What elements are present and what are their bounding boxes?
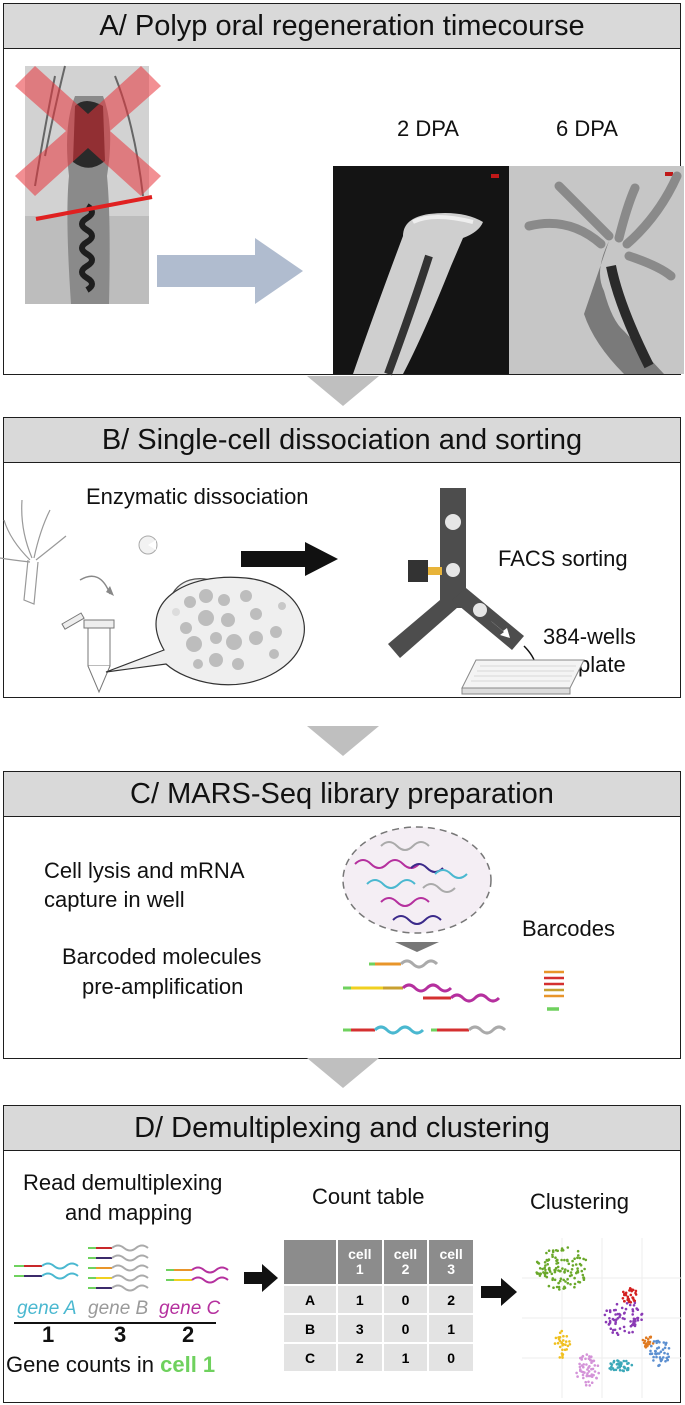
table-cell: 1 xyxy=(381,1342,430,1373)
table-row: B 3 0 1 xyxy=(282,1313,475,1344)
connector-arrow-ab xyxy=(307,376,379,406)
dpa2-image xyxy=(333,166,509,376)
table-row: C 2 1 0 xyxy=(282,1342,475,1373)
panel-d-title: D/ Demultiplexing and clustering xyxy=(4,1106,680,1151)
facs-sorter-drawing xyxy=(388,488,540,670)
gene-b-count: 3 xyxy=(114,1322,127,1347)
table-cell: 3 xyxy=(336,1313,384,1344)
gene-c-count: 2 xyxy=(182,1322,195,1347)
lysis-label-line2: capture in well xyxy=(44,887,185,912)
gene-a-label: gene A xyxy=(17,1298,77,1319)
gene-axis-line xyxy=(14,1322,216,1324)
lysis-label-line1: Cell lysis and mRNA xyxy=(44,858,245,883)
read-label-line2: and mapping xyxy=(65,1200,193,1225)
clustering-scatter xyxy=(522,1238,682,1398)
clustering-label: Clustering xyxy=(530,1189,630,1214)
cell-balloon-drawing xyxy=(105,576,305,686)
panel-c: C/ MARS-Seq library preparation xyxy=(3,771,681,1059)
barcoded-molecules-drawing xyxy=(343,959,507,1035)
panel-a-title: A/ Polyp oral regeneration timecourse xyxy=(4,4,680,49)
table-row: A 1 0 2 xyxy=(282,1284,475,1315)
facs-label: FACS sorting xyxy=(498,546,628,571)
gene-a-count: 1 xyxy=(42,1322,55,1347)
gene-c-label: gene C xyxy=(159,1298,221,1319)
arrow-to-table-icon xyxy=(244,1264,278,1292)
panel-c-title: C/ MARS-Seq library preparation xyxy=(4,772,680,817)
mrna-capture-bubble xyxy=(342,826,492,952)
dpa6-label: 6 DPA xyxy=(556,116,618,141)
connector-arrow-cd xyxy=(307,1058,379,1088)
gene-counts-caption: Gene counts in cell 1 xyxy=(6,1352,215,1378)
panel-b-title: B/ Single-cell dissociation and sorting xyxy=(4,418,680,463)
cut-line xyxy=(35,195,153,221)
row-label: B xyxy=(282,1313,338,1344)
row-label: C xyxy=(282,1342,338,1373)
barcodes-icon xyxy=(544,970,564,1011)
dpa2-label: 2 DPA xyxy=(397,116,459,141)
arrow-to-clustering-icon xyxy=(481,1278,517,1306)
plate-label-line1: 384-wells xyxy=(543,624,636,649)
table-cell: 0 xyxy=(427,1342,475,1373)
count-table-corner xyxy=(282,1238,338,1286)
well-plate-drawing xyxy=(461,659,585,695)
count-table-label: Count table xyxy=(312,1184,425,1209)
row-label: A xyxy=(282,1284,338,1315)
table-cell: 0 xyxy=(381,1313,430,1344)
connector-arrow-bc xyxy=(307,726,379,756)
read-label-line1: Read demultiplexing xyxy=(23,1170,223,1195)
enzymatic-label: Enzymatic dissociation xyxy=(86,484,309,509)
dpa6-image xyxy=(509,166,684,374)
barcoded-label-line2: pre-amplification xyxy=(82,974,244,999)
table-cell: 1 xyxy=(336,1284,384,1315)
plate-label-line2: plate xyxy=(578,652,626,677)
mapped-reads-drawing xyxy=(14,1244,229,1292)
table-cell: 2 xyxy=(336,1342,384,1373)
barcoded-label-line1: Barcoded molecules xyxy=(62,944,262,969)
table-cell: 2 xyxy=(427,1284,475,1315)
gene-b-label: gene B xyxy=(88,1298,149,1319)
table-cell: 0 xyxy=(381,1284,430,1315)
gene-counts-cell: cell 1 xyxy=(160,1352,216,1377)
gene-counts-prefix: Gene counts in xyxy=(6,1352,161,1377)
blue-arrow-icon xyxy=(157,238,303,304)
black-arrow-icon xyxy=(241,542,338,576)
barcodes-label: Barcodes xyxy=(522,916,615,941)
table-cell: 1 xyxy=(427,1313,475,1344)
panel-b: B/ Single-cell dissociation and sorting xyxy=(3,417,681,698)
x-mark-icon xyxy=(15,66,161,196)
